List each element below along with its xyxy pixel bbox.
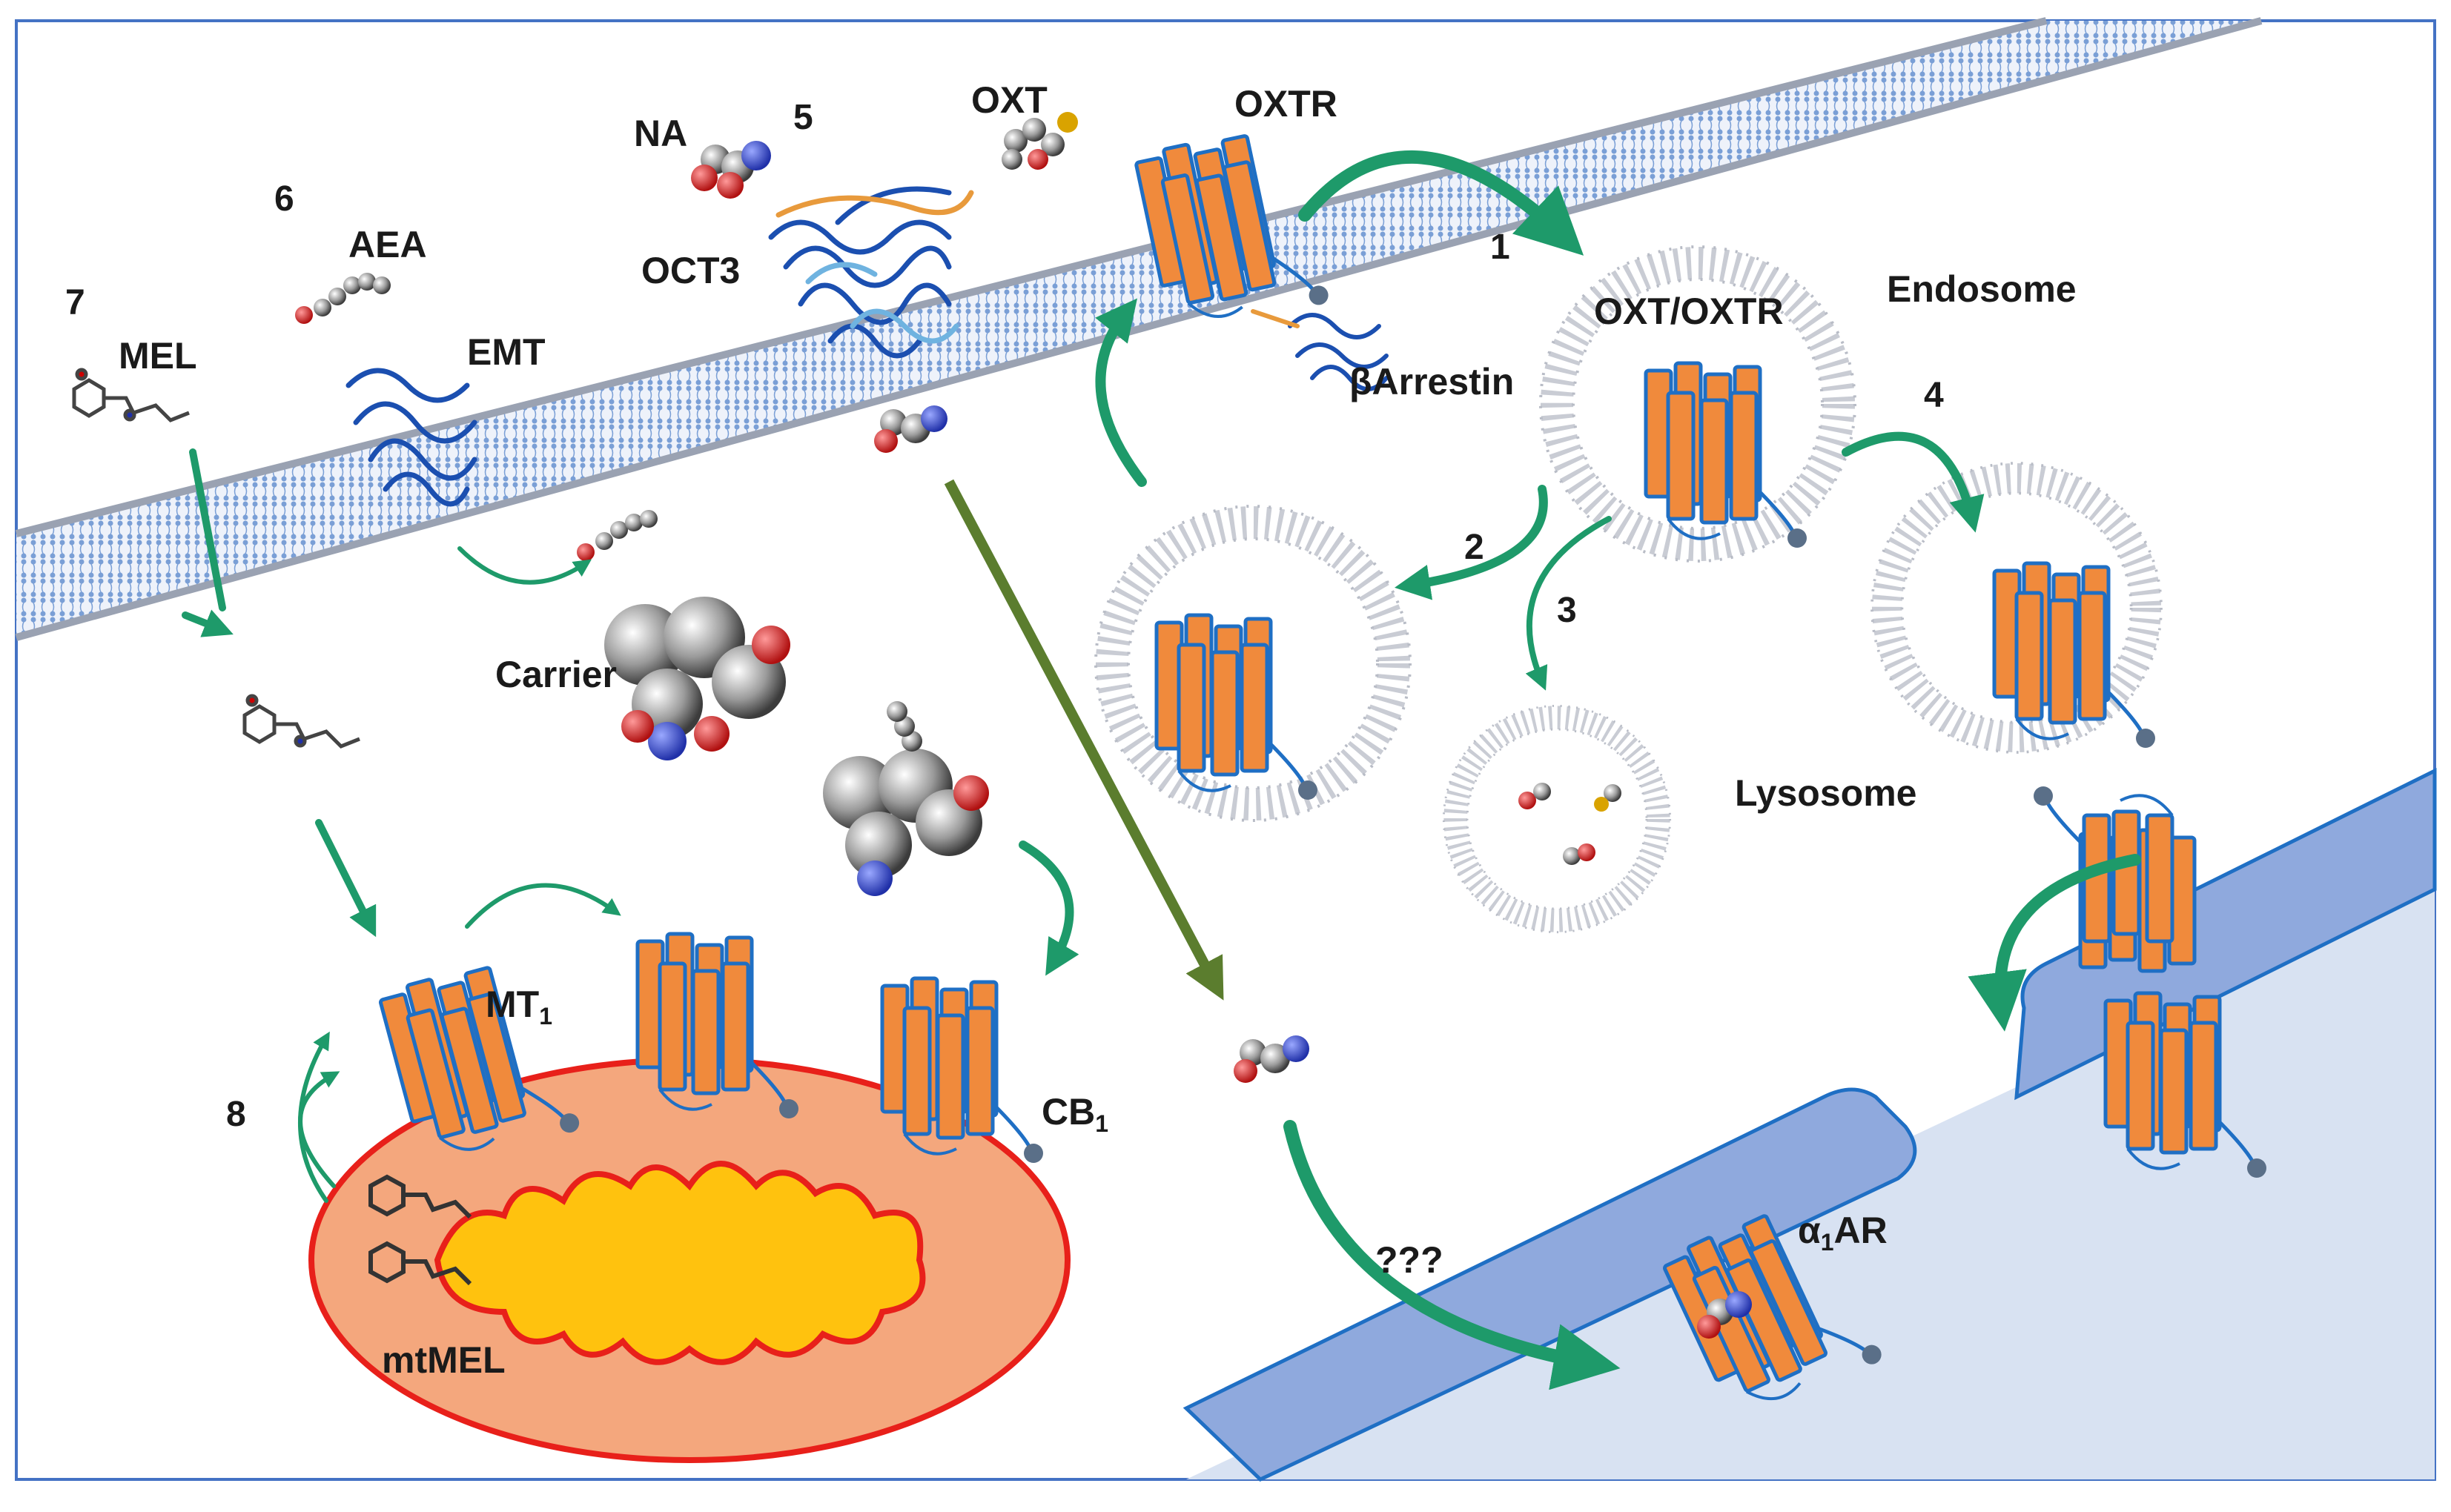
na-molecule-intracellular-icon xyxy=(874,405,947,453)
na-transport-arrow-icon xyxy=(944,479,1224,1001)
carrier-molecule-icon xyxy=(604,597,790,760)
label-na: NA xyxy=(634,113,688,154)
endosome-transfer-arrow-icon xyxy=(1842,431,1985,533)
carrier-aea-complex-icon xyxy=(823,701,989,896)
step-number-3: 3 xyxy=(1557,591,1577,630)
recycle-to-membrane-arrow-icon xyxy=(1095,298,1147,487)
step-number-7: 7 xyxy=(65,283,85,322)
na-molecule-lower-icon xyxy=(1234,1035,1309,1083)
recycled-insertion-arrow-icon xyxy=(1968,854,2141,1032)
label-lysosome: Lysosome xyxy=(1735,772,1917,814)
step-number-6: 6 xyxy=(274,179,294,219)
unknown-pathway-arrow-icon xyxy=(1283,1120,1621,1390)
mel-molecule-intracellular-icon xyxy=(242,694,360,749)
mel-to-mito-arrow-icon xyxy=(315,819,377,938)
na-molecule-icon xyxy=(691,141,771,199)
arrestin-protein-ribbon-icon xyxy=(1251,309,1389,391)
label-oxt: OXT xyxy=(971,79,1048,121)
mel-diffusion-line-icon xyxy=(189,448,226,611)
recycling-arrow-icon xyxy=(1395,485,1548,600)
label-oct3: OCT3 xyxy=(641,250,741,291)
step-number-1: 1 xyxy=(1490,228,1510,267)
mt1-arrow-icon xyxy=(465,883,621,929)
cb1-arrow-icon xyxy=(1019,840,1079,976)
step-number-5: 5 xyxy=(793,98,813,137)
emt-transport-arrow-icon xyxy=(457,546,592,585)
label-alpha1ar: α1AR xyxy=(1798,1210,1888,1256)
label-mel: MEL xyxy=(119,335,197,377)
mtmel-molecule-icon xyxy=(368,1174,472,1286)
label-mt1: MT1 xyxy=(486,984,552,1029)
label-carrier: Carrier xyxy=(495,654,617,695)
label-endosome: Endosome xyxy=(1887,268,2077,310)
label-cb1: CB1 xyxy=(1042,1091,1109,1137)
aea-molecule-icon xyxy=(295,273,391,324)
alpha1ar-membrane xyxy=(1182,1087,1917,1482)
label-oxt-oxtr: OXT/OXTR xyxy=(1594,291,1784,332)
oxt-molecule-icon xyxy=(1002,112,1078,170)
alpha1ar-ligand-icon xyxy=(1697,1291,1752,1339)
label-emt: EMT xyxy=(467,331,546,373)
step-number-4: 4 xyxy=(1924,376,1944,415)
step-number-2: 2 xyxy=(1464,528,1484,567)
aea-molecule-intracellular-icon xyxy=(577,510,658,561)
step-number-8: 8 xyxy=(226,1095,246,1134)
internalization-arrow-icon xyxy=(1298,150,1584,256)
pathway-arrows xyxy=(182,150,2141,1390)
label-mtmel: mtMEL xyxy=(382,1339,506,1381)
label-unknown-pathway: ??? xyxy=(1375,1239,1443,1281)
emt-protein-ribbon-icon xyxy=(345,368,477,507)
lysosome-arrow-icon xyxy=(1525,516,1612,691)
label-aea: AEA xyxy=(348,224,427,265)
oct3-protein-ribbon-icon xyxy=(768,186,974,359)
label-oxtr: OXTR xyxy=(1234,83,1337,125)
mel-molecule-icon xyxy=(72,368,190,422)
label-arrestin: βArrestin xyxy=(1349,361,1515,402)
lysosome-contents-icon xyxy=(1518,783,1621,865)
cell-membrane xyxy=(15,17,2263,641)
